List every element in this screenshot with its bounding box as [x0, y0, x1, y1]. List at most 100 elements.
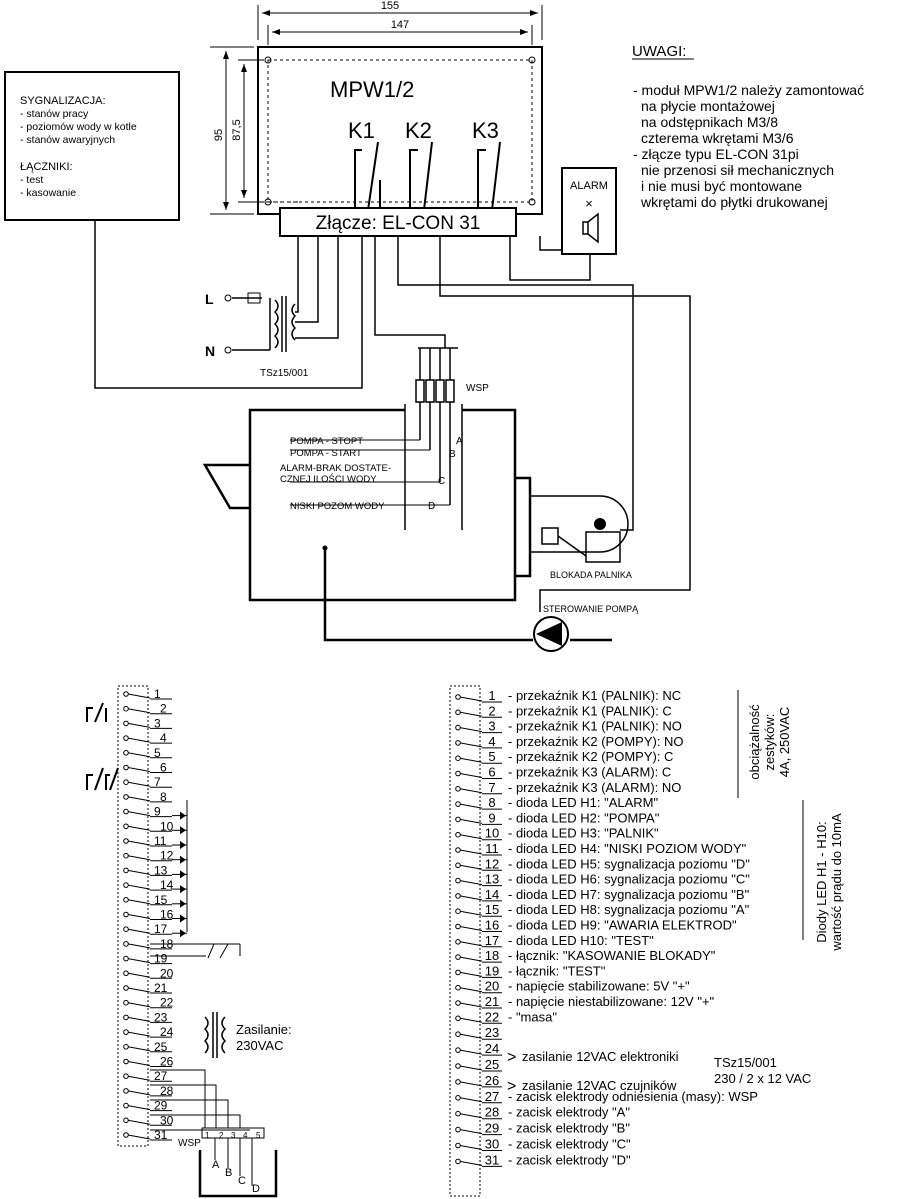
right-pin-wire — [459, 910, 483, 916]
right-pin-wire — [459, 788, 483, 794]
supply-line-1: 230VAC — [236, 1038, 283, 1053]
right-pin-wire — [459, 864, 483, 870]
right-pin-desc: - dioda LED H8: sygnalizacja poziomu "A" — [508, 902, 750, 917]
right-pin-desc: - przekaźnik K3 (ALARM): NO — [508, 780, 681, 795]
left-pin-label: 23 — [154, 1010, 168, 1024]
right-pin-number: 9 — [488, 810, 495, 825]
signal-line-2: - poziomów wody w kotle — [20, 121, 137, 133]
left-pin-terminal — [123, 705, 129, 712]
right-pin-terminal — [455, 1158, 461, 1165]
left-pin-wire — [127, 796, 151, 802]
left-pin-terminal — [123, 882, 129, 888]
left-pin-rows: 1234567891011121314151617181920212223242… — [123, 687, 174, 1142]
left-pin-terminal — [123, 1044, 129, 1050]
left-pin-wire — [127, 1002, 151, 1008]
left-pin-terminal — [123, 955, 129, 962]
led-icon — [180, 855, 186, 864]
right-pin-number: 25 — [485, 1057, 499, 1072]
switch-symbols — [150, 943, 241, 959]
left-pin-label: 14 — [160, 878, 174, 892]
relay-k1-label: K1 — [348, 118, 375, 143]
probe-letter-a: A — [212, 1159, 220, 1171]
left-pin-wire — [127, 825, 151, 831]
left-pin-label: 2 — [160, 702, 167, 716]
right-pin-number: 7 — [488, 780, 495, 795]
left-pin-terminal — [123, 720, 129, 727]
right-pin-wire — [459, 1145, 483, 1150]
supply-group-0: zasilanie 12VAC elektroniki — [522, 1049, 679, 1064]
led-icon — [180, 870, 186, 879]
dim-155: 155 — [381, 0, 399, 12]
left-pin-label: 19 — [154, 952, 168, 966]
right-pin-number: 19 — [485, 963, 499, 978]
alarm-box — [561, 167, 617, 255]
probe-num-5: 5 — [256, 1131, 261, 1140]
wsp-top-label: WSP — [466, 383, 489, 394]
right-pin-number: 8 — [488, 795, 495, 810]
note-line-3: czterema wkrętami M3/6 — [641, 130, 794, 146]
right-pin-terminal — [455, 1079, 461, 1085]
left-pin-wire — [127, 987, 151, 993]
wsp-bottom-label: WSP — [178, 1138, 201, 1149]
relay-k3-label: K3 — [472, 118, 499, 143]
right-pin-wire — [459, 1113, 483, 1119]
right-pin-desc: - dioda LED H4: "NISKI POZIOM WODY" — [508, 841, 747, 856]
left-pin-label: 13 — [154, 863, 168, 877]
led-diodes — [172, 811, 187, 938]
left-pin-wire — [127, 899, 151, 905]
left-pin-terminal — [123, 985, 129, 991]
left-pin-terminal — [123, 735, 129, 741]
right-pin-wire — [459, 1049, 483, 1055]
right-pin-wire — [459, 834, 483, 840]
probe-wires — [150, 1069, 278, 1198]
signal-line-0: SYGNALIZACJA: — [20, 95, 106, 107]
terminal-strip-right — [449, 685, 481, 1197]
note-line-2: na odstępnikach M3/8 — [641, 114, 778, 130]
right-pin-number: 13 — [485, 872, 499, 887]
left-pin-terminal — [123, 750, 129, 756]
right-pin-wire — [459, 895, 483, 901]
mains-n: N — [205, 343, 215, 359]
right-pin-terminal — [455, 939, 461, 945]
right-pin-desc: - dioda LED H2: "POMPA" — [508, 810, 660, 825]
right-pin-terminal — [455, 1095, 461, 1101]
left-pin-wire — [127, 1105, 151, 1111]
supply-group-1: zasilanie 12VAC czujników — [522, 1078, 677, 1093]
left-pin-label: 31 — [154, 1128, 168, 1142]
right-pin-number: 29 — [485, 1121, 499, 1136]
supply-line-0: Zasilanie: — [236, 1022, 292, 1037]
right-pin-wire — [459, 1002, 483, 1008]
left-pin-wire — [127, 943, 151, 949]
right-pin-number: 31 — [485, 1152, 499, 1167]
right-pin-desc: - dioda LED H7: sygnalizacja poziomu "B" — [508, 887, 750, 902]
relay-contacts — [354, 141, 501, 211]
right-pin-wire — [459, 803, 483, 809]
dim-147: 147 — [391, 19, 409, 31]
relay-symbols-bottom — [86, 702, 119, 791]
right-pin-desc: - przekaźnik K2 (POMPY): C — [508, 749, 673, 764]
right-pin-number: 5 — [488, 749, 495, 764]
right-pin-wire — [459, 818, 483, 824]
right-pin-desc: - przekaźnik K1 (PALNIK): NO — [508, 719, 682, 734]
left-pin-wire — [127, 722, 151, 728]
note-line-5: nie przenosi sił mechanicznych — [641, 162, 834, 178]
right-pin-number: 1 — [488, 688, 495, 703]
pump — [323, 548, 612, 652]
left-pin-label: 6 — [160, 761, 167, 775]
left-pin-label: 15 — [154, 893, 168, 907]
right-pin-desc: - "masa" — [508, 1009, 557, 1024]
right-pin-terminal — [455, 1110, 461, 1117]
left-pin-wire — [127, 884, 151, 890]
right-pin-wire — [459, 1017, 483, 1023]
left-pin-terminal — [123, 838, 129, 844]
left-pin-wire — [127, 752, 151, 758]
relay-load-1: zestyków: — [762, 713, 777, 770]
right-pin-number: 3 — [488, 719, 495, 734]
signal-line-6: - test — [20, 174, 43, 186]
right-pin-desc: - zacisk elektrody "B" — [508, 1121, 630, 1136]
relay-k2-label: K2 — [405, 118, 432, 143]
alarm-label: ALARM — [570, 180, 608, 192]
right-pin-desc: - przekaźnik K3 (ALARM): C — [508, 765, 671, 780]
left-pin-terminal — [123, 999, 129, 1006]
probe-letter-d: D — [252, 1183, 260, 1195]
